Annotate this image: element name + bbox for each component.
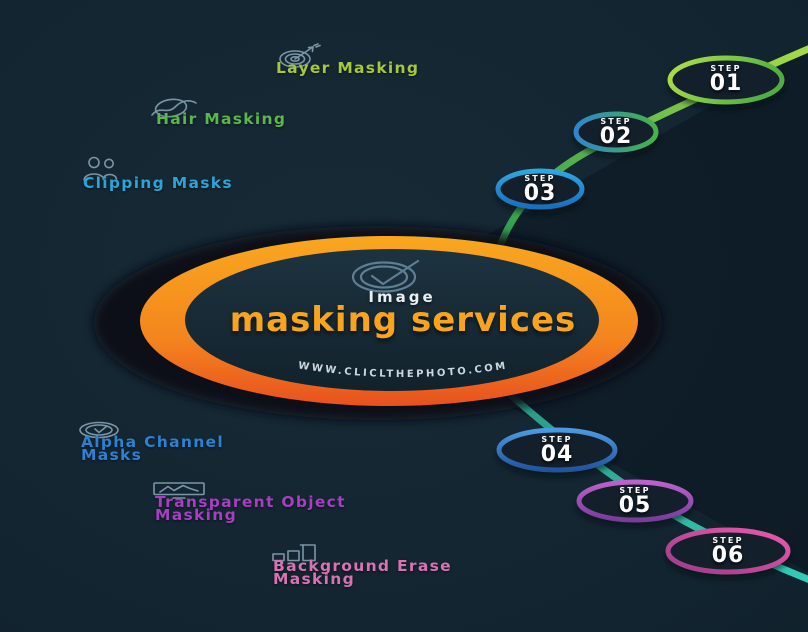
website-arc: WWW.CLICLTHEPHOTO.COM <box>297 360 508 380</box>
svg-text:WWW.CLICLTHEPHOTO.COM: WWW.CLICLTHEPHOTO.COM <box>297 360 508 380</box>
monitor-icon <box>153 482 205 499</box>
service-alpha-channel-label: Alpha Channel Masks <box>81 433 224 464</box>
service-background-erase-label: Background Erase Masking <box>273 557 452 588</box>
step-05-badge: STEP 05 <box>618 486 652 518</box>
step-02-badge: STEP 02 <box>599 117 633 149</box>
step-03-badge: STEP 03 <box>523 174 557 206</box>
bar-chart-icon <box>272 544 316 562</box>
center-title: masking services <box>229 300 577 340</box>
center-inner-ellipse <box>185 249 599 391</box>
center-subtitle: Image <box>368 288 436 306</box>
step-01-ring <box>667 55 785 105</box>
service-clipping-masks-label: Clipping Masks <box>83 174 233 192</box>
step-06-badge: STEP 06 <box>711 536 745 568</box>
step-04-badge: STEP 04 <box>540 435 574 467</box>
service-hair-masking-label: Hair Masking <box>156 110 287 128</box>
target-dart-icon <box>279 43 321 68</box>
step-01-badge: STEP 01 <box>709 64 743 96</box>
step-02-ring <box>573 111 659 153</box>
check-target-icon <box>351 259 420 293</box>
people-icon <box>83 156 118 181</box>
website-text: WWW.CLICLTHEPHOTO.COM <box>297 360 506 380</box>
step-05-ring <box>576 479 694 523</box>
clock-check-icon <box>79 421 119 439</box>
service-transparent-object-label: Transparent Object Masking <box>155 493 346 524</box>
step-04-ring <box>496 427 618 473</box>
service-layer-masking-label: Layer Masking <box>276 59 420 77</box>
step-03-ring <box>495 168 585 210</box>
hair-strand-icon <box>151 98 197 118</box>
step-06-ring <box>665 527 791 575</box>
